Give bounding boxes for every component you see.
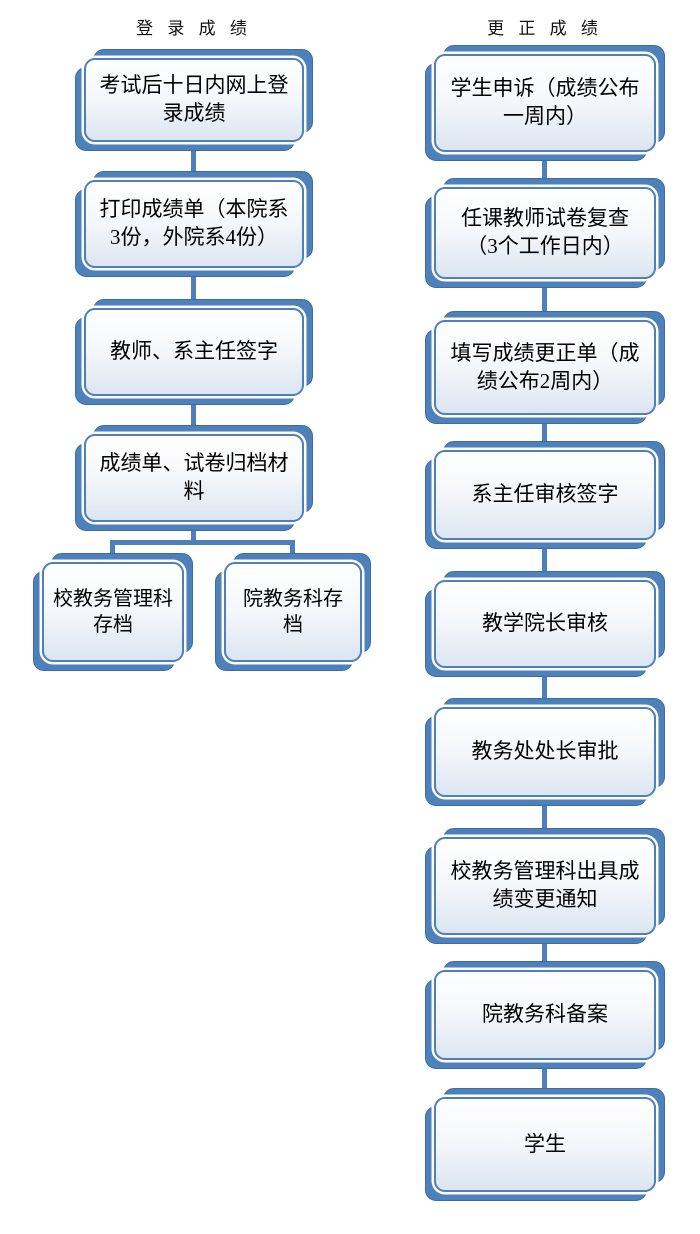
node-label: 教师、系主任签字 [84,308,304,396]
left-column-title: 登 录 成 绩 [136,19,252,38]
node-school-office-archive: 校教务管理科存档 [33,553,193,671]
node-label: 学生申诉（成绩公布一周内） [434,54,656,152]
node-teacher-paper-recheck: 任课教师试卷复查（3个工作日内） [425,178,665,288]
node-director-approval: 教务处处长审批 [425,698,665,806]
node-label: 院教务科备案 [434,970,656,1060]
node-college-office-archive: 院教务科存档 [215,553,371,671]
node-label: 院教务科存档 [224,562,362,662]
node-teacher-depthead-signature: 教师、系主任签字 [75,299,313,405]
connector [191,140,196,180]
connector [542,414,547,450]
node-label: 打印成绩单（本院系3份，外院系4份） [84,180,304,268]
node-student: 学生 [425,1088,665,1201]
node-label: 教学院长审核 [434,580,656,668]
node-college-office-filing: 院教务科备案 [425,961,665,1069]
connector [542,150,547,187]
right-column-title: 更 正 成 绩 [487,19,603,38]
connector [542,538,547,580]
node-correction-form: 填写成绩更正单（成绩公布2周内） [425,311,665,424]
node-archive-materials: 成绩单、试卷归档材料 [75,425,313,531]
node-label: 学生 [434,1097,656,1192]
connector [191,266,196,310]
node-label: 成绩单、试卷归档材料 [84,434,304,522]
node-label: 校教务管理科存档 [42,562,184,662]
node-dean-review: 教学院长审核 [425,571,665,677]
connector [542,795,547,837]
connector [542,666,547,707]
node-label: 任课教师试卷复查（3个工作日内） [434,187,656,279]
node-grade-change-notice: 校教务管理科出具成绩变更通知 [425,828,665,944]
node-label: 系主任审核签字 [434,450,656,540]
connector [542,933,547,970]
node-label: 考试后十日内网上登录成绩 [84,58,304,142]
node-student-appeal: 学生申诉（成绩公布一周内） [425,45,665,161]
node-label: 填写成绩更正单（成绩公布2周内） [434,320,656,415]
node-print-transcript: 打印成绩单（本院系3份，外院系4份） [75,171,313,277]
node-label: 校教务管理科出具成绩变更通知 [434,837,656,935]
connector [542,278,547,320]
node-online-grade-entry: 考试后十日内网上登录成绩 [75,49,313,151]
connector [191,394,196,436]
connector [191,520,196,545]
node-label: 教务处处长审批 [434,707,656,797]
node-dept-head-review-sign: 系主任审核签字 [425,441,665,549]
connector [110,540,115,562]
connector [290,540,295,562]
connector-branch [110,540,295,545]
connector [542,1058,547,1097]
